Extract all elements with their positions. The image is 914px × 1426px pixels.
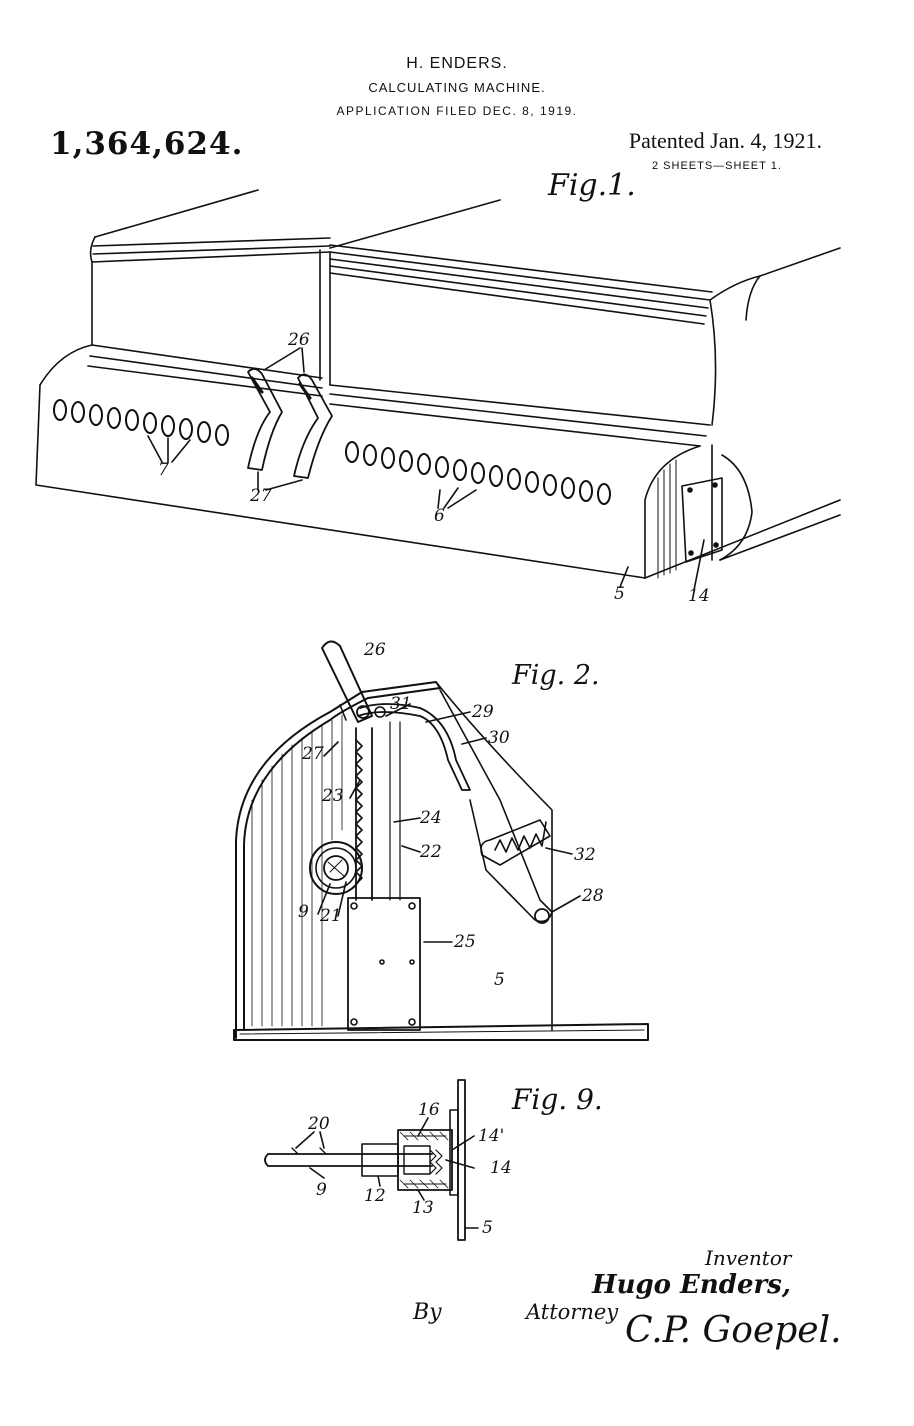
- fig1-ref-26: 26: [288, 330, 310, 350]
- fig1-ref-14: 14: [688, 586, 710, 606]
- fig9-drawing: [264, 1079, 479, 1241]
- fig2-ref-31: 31: [390, 694, 412, 714]
- inventor-name: H. ENDERS.: [406, 55, 508, 72]
- fig2-ref-27: 27: [302, 744, 324, 764]
- fig2-ref-29: 29: [472, 702, 494, 722]
- fig2-ref-28: 28: [582, 886, 604, 906]
- fig9-ref-9: 9: [316, 1180, 327, 1200]
- patent-number: 1,364,624.: [50, 126, 244, 162]
- fig1-ref-27: 27: [250, 486, 272, 506]
- fig9-ref-14: 14: [490, 1158, 512, 1178]
- fig1-ref-7: 7: [158, 460, 169, 480]
- fig1-drawing: [35, 189, 841, 591]
- application-filed: APPLICATION FILED DEC. 8, 1919.: [336, 104, 578, 118]
- fig2-ref-25: 25: [454, 932, 476, 952]
- inventor-signature: Hugo Enders,: [592, 1270, 791, 1300]
- by-label: By: [413, 1300, 442, 1325]
- fig2-ref-22: 22: [420, 842, 442, 862]
- fig1-ref-5: 5: [614, 584, 625, 604]
- fig9-ref-14-prime: 14': [478, 1126, 505, 1146]
- fig9-ref-12: 12: [364, 1186, 386, 1206]
- fig2-ref-24: 24: [420, 808, 442, 828]
- fig2-ref-21: 21: [320, 906, 342, 926]
- fig9-ref-13: 13: [412, 1198, 434, 1218]
- fig9-ref-20: 20: [308, 1114, 330, 1134]
- fig9-label: Fig. 9.: [512, 1083, 603, 1116]
- fig2-ref-5: 5: [494, 970, 505, 990]
- fig2-ref-9: 9: [298, 902, 309, 922]
- fig2-ref-32: 32: [574, 845, 596, 865]
- inventor-label: Inventor: [705, 1246, 792, 1270]
- fig1-ref-6: 6: [434, 506, 445, 526]
- patent-title: CALCULATING MACHINE.: [368, 80, 546, 95]
- fig2-ref-23: 23: [322, 786, 344, 806]
- patented-date: Patented Jan. 4, 1921.: [628, 128, 822, 153]
- attorney-signature: C.P. Goepel.: [625, 1310, 842, 1351]
- sheet-count: 2 SHEETS—SHEET 1.: [652, 160, 782, 172]
- fig2-ref-30: 30: [488, 728, 510, 748]
- fig2-ref-26: 26: [364, 640, 386, 660]
- fig9-ref-5: 5: [482, 1218, 493, 1238]
- fig1-label: Fig.1.: [548, 168, 636, 203]
- fig9-ref-16: 16: [418, 1100, 440, 1120]
- attorney-label: Attorney: [526, 1300, 619, 1324]
- fig2-drawing: [233, 640, 649, 1041]
- fig2-label: Fig. 2.: [512, 660, 600, 691]
